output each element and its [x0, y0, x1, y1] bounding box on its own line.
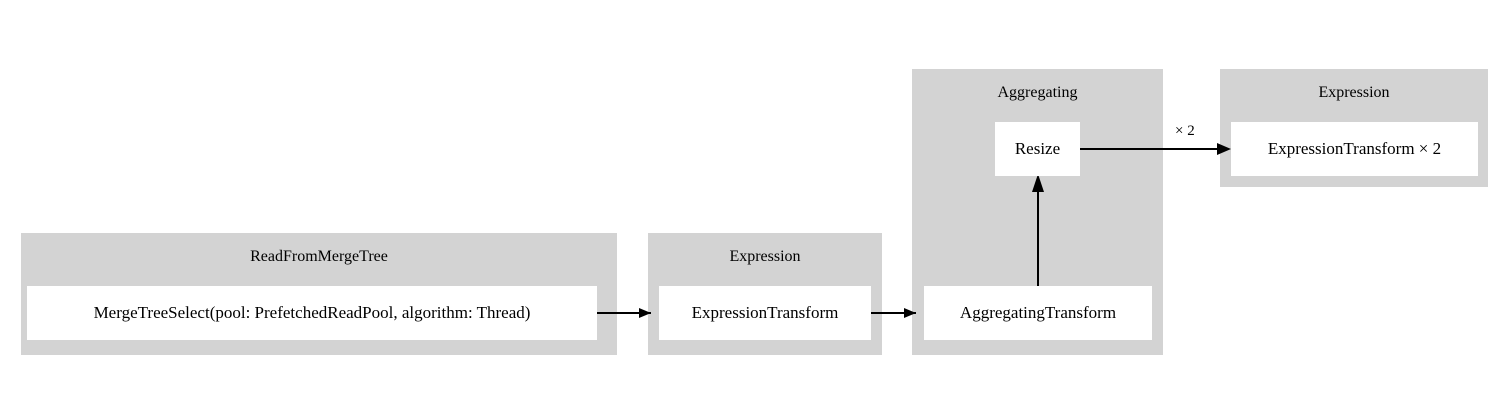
- node-label: ExpressionTransform: [691, 303, 839, 322]
- node-resize[interactable]: Resize: [995, 122, 1080, 176]
- node-expression-transform-2[interactable]: ExpressionTransform × 2: [1231, 122, 1478, 176]
- node-merge-tree-select[interactable]: MergeTreeSelect(pool: PrefetchedReadPool…: [27, 286, 597, 340]
- cluster-label-aggregating: Aggregating: [997, 84, 1078, 101]
- node-label: Resize: [1014, 139, 1061, 158]
- node-aggregating-transform[interactable]: AggregatingTransform: [924, 286, 1152, 340]
- node-label: ExpressionTransform × 2: [1267, 139, 1442, 158]
- node-label: MergeTreeSelect(pool: PrefetchedReadPool…: [93, 303, 531, 322]
- cluster-label-expression-right: Expression: [1318, 84, 1390, 101]
- cluster-label-read-from-merge-tree: ReadFromMergeTree: [250, 248, 388, 265]
- node-label: AggregatingTransform: [959, 303, 1117, 322]
- cluster-label-expression-left: Expression: [729, 248, 801, 265]
- node-expression-transform-1[interactable]: ExpressionTransform: [659, 286, 871, 340]
- edge-label-multiplier: × 2: [1175, 123, 1195, 139]
